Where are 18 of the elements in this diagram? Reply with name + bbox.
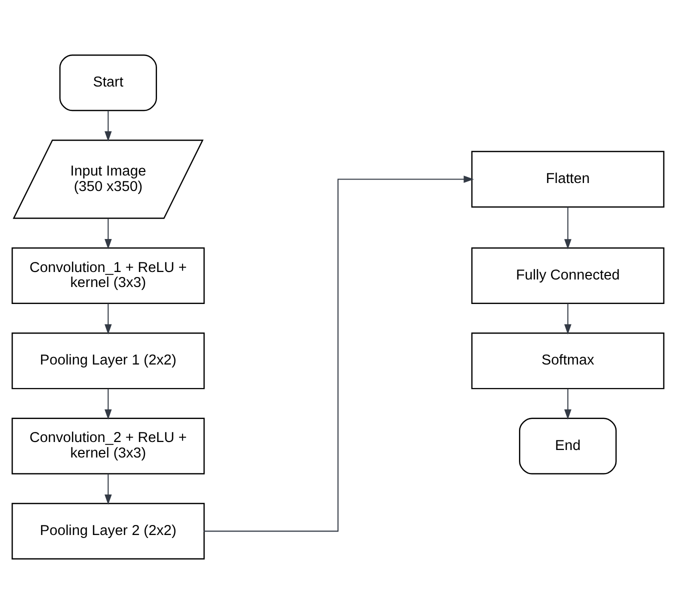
node-box: Pooling Layer 2 (2x2) [12,502,205,559]
node-box: Convolution_1 + ReLU + kernel (3x3) [12,246,205,304]
node-box: Convolution_2 + ReLU + kernel (3x3) [12,417,205,474]
node-box: End [519,417,617,474]
node-box: Start [59,54,157,111]
arrow [564,206,572,249]
arrow [104,473,112,504]
arrow [104,388,112,420]
node-box: Fully Connected [471,246,664,304]
node-box: Flatten [471,150,664,208]
node-box: Pooling Layer 1 (2x2) [12,332,205,389]
arrow [104,110,112,141]
arrow [564,388,572,420]
arrow [104,303,112,334]
arrow [104,218,112,249]
node-box: Softmax [471,332,664,389]
arrow [204,175,474,532]
arrow [564,303,572,334]
